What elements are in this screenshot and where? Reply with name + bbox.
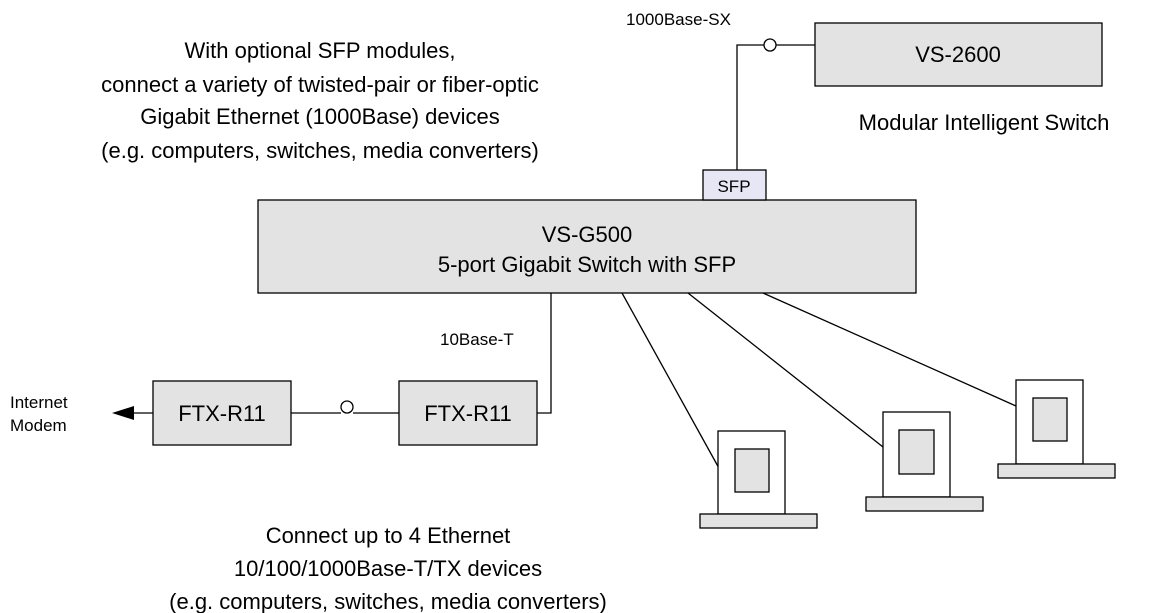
arrow-left-icon bbox=[112, 406, 134, 420]
sfp-caption-line-2: connect a variety of twisted-pair or fib… bbox=[101, 72, 539, 97]
main-switch-description: 5-port Gigabit Switch with SFP bbox=[438, 252, 736, 277]
main-switch-name: VS-G500 bbox=[542, 222, 633, 247]
computer-screen-icon bbox=[1032, 397, 1068, 442]
fiber-connector-icon bbox=[763, 38, 777, 52]
main-switch[interactable]: VS-G500 5-port Gigabit Switch with SFP bbox=[257, 199, 917, 294]
modular-switch[interactable]: VS-2600 bbox=[814, 22, 1103, 87]
sfp-port[interactable]: SFP bbox=[702, 169, 767, 201]
converter-left-box bbox=[152, 380, 292, 446]
sfp-port-label: SFP bbox=[717, 177, 750, 196]
sfp-caption-line-4: (e.g. computers, switches, media convert… bbox=[101, 138, 539, 163]
copper-link-label: 10Base-T bbox=[440, 330, 514, 349]
ethernet-caption: Connect up to 4 Ethernet 10/100/1000Base… bbox=[169, 523, 607, 613]
sfp-port-box bbox=[702, 169, 767, 201]
copper-link-line bbox=[537, 293, 552, 414]
fiber-link-label: 1000Base-SX bbox=[626, 10, 731, 29]
computer-link-line-3 bbox=[762, 292, 1017, 407]
computer-1[interactable] bbox=[699, 430, 818, 529]
computer-screen-icon bbox=[734, 448, 770, 493]
modem-label: Modem bbox=[10, 416, 67, 435]
computer-link-line-2 bbox=[687, 292, 884, 448]
computer-keyboard-icon bbox=[699, 513, 818, 529]
modular-switch-box bbox=[814, 22, 1103, 87]
internet-label: Internet bbox=[10, 393, 68, 412]
converter-right[interactable]: FTX-R11 bbox=[398, 380, 538, 446]
main-switch-box bbox=[257, 199, 917, 294]
computer-3[interactable] bbox=[997, 379, 1116, 479]
sfp-caption: With optional SFP modules, connect a var… bbox=[101, 38, 539, 163]
computer-2[interactable] bbox=[865, 411, 984, 512]
converter-right-box bbox=[398, 380, 538, 446]
sfp-caption-line-3: Gigabit Ethernet (1000Base) devices bbox=[140, 104, 500, 129]
computer-keyboard-icon bbox=[997, 463, 1116, 479]
converter-right-name: FTX-R11 bbox=[424, 401, 512, 426]
sfp-caption-line-1: With optional SFP modules, bbox=[184, 38, 455, 63]
converter-left-name: FTX-R11 bbox=[178, 401, 266, 426]
ethernet-caption-line-2: 10/100/1000Base-T/TX devices bbox=[234, 556, 542, 581]
converter-left[interactable]: FTX-R11 bbox=[152, 380, 292, 446]
ethernet-caption-line-1: Connect up to 4 Ethernet bbox=[266, 523, 511, 548]
computer-link-line-1 bbox=[621, 292, 721, 471]
computer-keyboard-icon bbox=[865, 496, 984, 512]
modular-switch-description: Modular Intelligent Switch bbox=[859, 110, 1110, 135]
converter-connector-icon bbox=[340, 400, 354, 414]
fiber-link-line bbox=[736, 44, 815, 170]
modular-switch-name: VS-2600 bbox=[915, 42, 1001, 67]
ethernet-caption-line-3: (e.g. computers, switches, media convert… bbox=[169, 589, 607, 613]
computer-screen-icon bbox=[898, 429, 935, 475]
